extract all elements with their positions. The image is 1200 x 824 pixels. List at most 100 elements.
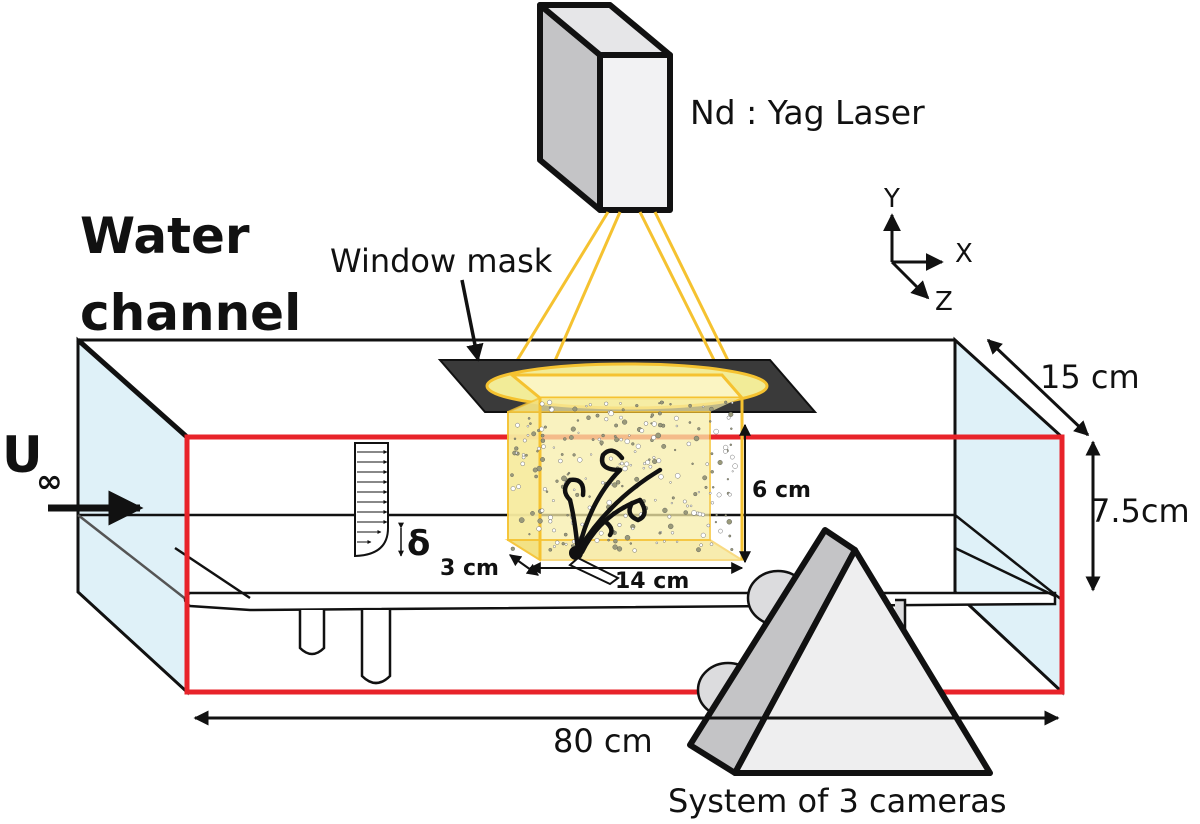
particle <box>541 444 546 449</box>
particle <box>570 426 576 432</box>
particle <box>709 542 714 546</box>
particle <box>650 422 653 425</box>
particle <box>629 542 632 545</box>
particle <box>526 433 530 437</box>
particle <box>561 475 567 482</box>
particle <box>615 480 621 485</box>
particle <box>577 457 583 463</box>
particle <box>730 454 735 460</box>
particle <box>607 410 610 414</box>
particle <box>643 421 649 426</box>
laser-label: Nd : Yag Laser <box>690 93 925 132</box>
particle <box>619 402 622 405</box>
particle <box>635 404 639 408</box>
coordinate-axes <box>883 213 944 300</box>
particle <box>675 424 679 428</box>
particle <box>619 415 623 420</box>
particle <box>510 486 516 491</box>
particle <box>614 423 618 428</box>
particle <box>522 438 527 443</box>
particle <box>623 513 628 518</box>
particle <box>670 502 673 505</box>
particle <box>715 513 718 517</box>
delta-label: δ <box>407 524 430 564</box>
particle <box>702 405 705 408</box>
particle <box>663 540 666 543</box>
particle <box>540 508 545 513</box>
particle <box>675 473 681 479</box>
dim-width-label: 15 cm <box>1040 358 1140 396</box>
particle <box>688 403 692 408</box>
particle <box>572 406 578 412</box>
particle <box>563 437 567 441</box>
particle <box>658 422 663 428</box>
particle <box>594 538 600 543</box>
particle <box>543 425 547 429</box>
laser-volume <box>504 396 746 562</box>
particle <box>515 422 520 428</box>
particle <box>689 504 693 508</box>
particle <box>528 533 531 536</box>
window-mask-label: Window mask <box>330 242 553 280</box>
particle <box>537 518 543 524</box>
particle <box>560 453 564 456</box>
particle <box>531 431 537 437</box>
particle <box>730 548 734 552</box>
particle <box>712 486 715 489</box>
particle <box>539 401 545 407</box>
particle <box>529 422 532 425</box>
particle <box>520 461 525 466</box>
particle <box>658 531 662 535</box>
particle <box>682 499 687 504</box>
boundary-layer-profile <box>354 442 389 558</box>
freestream-label: U <box>2 426 43 484</box>
particle <box>709 406 714 412</box>
particle <box>526 425 530 428</box>
particle <box>548 406 552 409</box>
particle <box>723 449 728 454</box>
particle <box>691 462 694 465</box>
particle <box>709 420 712 423</box>
particle <box>631 527 635 531</box>
particle <box>726 478 729 481</box>
particle <box>728 534 732 538</box>
dim-depth-small-label: 3 cm <box>440 556 499 581</box>
particle <box>591 438 595 441</box>
particle <box>515 451 518 455</box>
particle <box>651 421 657 427</box>
axis-x-label: X <box>955 239 973 269</box>
particle <box>683 510 688 515</box>
particle <box>700 532 706 538</box>
particle <box>675 540 679 543</box>
particle <box>599 440 604 445</box>
particle <box>588 403 592 407</box>
particle <box>656 458 662 464</box>
particle <box>539 426 545 432</box>
particle <box>651 435 657 440</box>
particle <box>548 519 553 524</box>
particle <box>540 433 545 438</box>
particle <box>634 476 640 482</box>
particle <box>610 483 613 486</box>
particle <box>527 417 531 420</box>
particle <box>708 491 712 495</box>
particle <box>686 504 689 508</box>
particle <box>589 453 593 456</box>
particle <box>555 540 560 545</box>
particle <box>536 526 542 532</box>
particle <box>716 492 722 498</box>
particle <box>621 419 628 425</box>
particle <box>642 467 645 470</box>
particle <box>622 466 628 472</box>
camera-system <box>687 527 993 776</box>
particle <box>612 544 618 550</box>
particle <box>553 545 556 548</box>
particle <box>730 427 733 430</box>
particle <box>706 523 710 528</box>
particle <box>705 462 709 466</box>
particle <box>729 443 732 446</box>
particle <box>548 515 553 520</box>
particle <box>613 539 618 544</box>
particle <box>601 481 605 485</box>
